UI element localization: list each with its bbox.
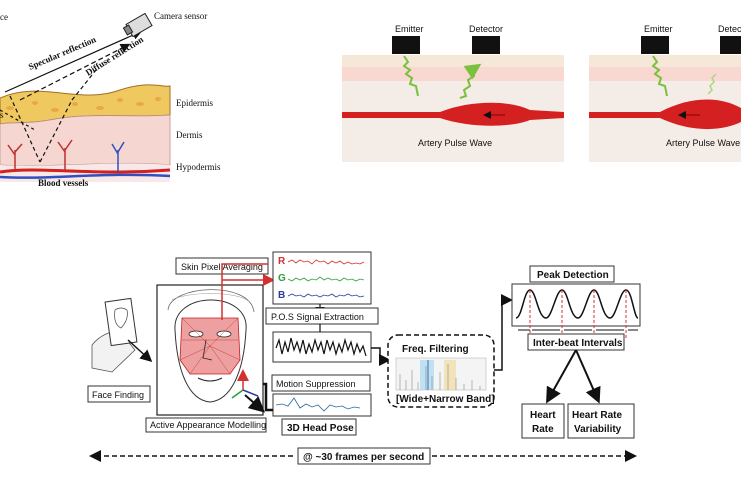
detector-block (720, 36, 741, 54)
left-cut-label-2: s (0, 110, 4, 120)
hrv-box (567, 403, 635, 439)
blood-vessel-red (0, 168, 171, 174)
detector-block (472, 36, 500, 54)
artery-caption: Artery Pulse Wave (418, 138, 492, 148)
freq-filtering-label: Freq. Filtering (402, 344, 469, 355)
motion-signal (275, 397, 361, 412)
ppg-panel-2: Emitter Detec Artery Pulse Wave (589, 24, 741, 162)
face-finding-box (87, 385, 151, 403)
skin-diagram: ce s Camera sensor Specular reflection D… (0, 11, 221, 188)
emitter-block (641, 36, 669, 54)
left-cut-label: ce (0, 12, 8, 22)
motion-signal-box (272, 393, 372, 417)
face-finding-label: Face Finding (92, 390, 144, 400)
face-finding-sketch (91, 297, 153, 373)
pos-extraction-label: P.O.S Signal Extraction (271, 312, 364, 322)
blood-vessel-blue (0, 173, 171, 179)
head-pose-axes-icon (231, 369, 259, 399)
channel-b-label: B (278, 290, 285, 301)
ppg-panel-1: Emitter Detector Artery Pulse Wave (342, 24, 564, 162)
light-in (651, 55, 668, 97)
hypodermis-label: Hypodermis (176, 162, 221, 172)
blood-vessels-label: Blood vessels (38, 178, 89, 188)
epidermis-cells (6, 97, 161, 112)
channel-r-label: R (278, 256, 286, 267)
emitter-label: Emitter (395, 24, 424, 34)
interbeat-label: Inter-beat Intervals (533, 338, 623, 349)
light-out (459, 63, 482, 99)
dermis-layer (0, 114, 171, 167)
aam-label: Active Appearance Modelling (150, 420, 266, 430)
detector-label: Detec (718, 24, 741, 34)
head-pose-label: 3D Head Pose (287, 423, 354, 434)
aam-box (145, 417, 267, 433)
hrv-label-1: Heart Rate (572, 410, 622, 421)
face-illustration (167, 289, 255, 403)
channel-g-label: G (278, 273, 286, 284)
pos-signal (275, 337, 367, 357)
capillaries (7, 139, 73, 170)
detector-label: Detector (469, 24, 503, 34)
reflection-paths (0, 30, 143, 163)
camera-sensor-label: Camera sensor (154, 11, 207, 21)
camera-sensor-icon (122, 12, 153, 38)
fps-box (297, 447, 431, 465)
pos-extraction-box (265, 307, 379, 325)
light-out (707, 73, 717, 95)
heart-rate-box (521, 403, 565, 439)
dermis-label: Dermis (176, 130, 203, 140)
peak-signal-box (511, 283, 641, 327)
motion-suppression-label: Motion Suppression (276, 379, 356, 389)
artery (589, 99, 741, 130)
wide-narrow-label: [Wide+Narrow Band] (396, 394, 495, 405)
hrv-label-2: Variability (574, 424, 622, 435)
heart-rate-label-2: Rate (532, 424, 554, 435)
peak-detection-label: Peak Detection (537, 270, 609, 281)
emitter-label: Emitter (644, 24, 673, 34)
light-in (402, 55, 419, 97)
peak-signal (515, 289, 639, 319)
freq-spectrum (395, 357, 487, 391)
epidermis-label: Epidermis (176, 98, 213, 108)
trace-r (287, 259, 365, 265)
head-pose-box (281, 418, 357, 436)
emitter-block (392, 36, 420, 54)
motion-suppression-box (271, 374, 371, 392)
heart-rate-label-1: Heart (530, 410, 556, 421)
trace-b (287, 293, 365, 298)
artery-caption: Artery Pulse Wave (666, 138, 740, 148)
peak-detection-box (529, 265, 615, 283)
trace-g (287, 276, 365, 282)
pipeline-diagram: Face Finding Active Appearance Modelling… (87, 251, 641, 465)
artery (342, 102, 564, 126)
fps-label: @ ~30 frames per second (303, 452, 424, 463)
peak-markers (529, 290, 627, 340)
capillaries-blue (111, 141, 125, 172)
